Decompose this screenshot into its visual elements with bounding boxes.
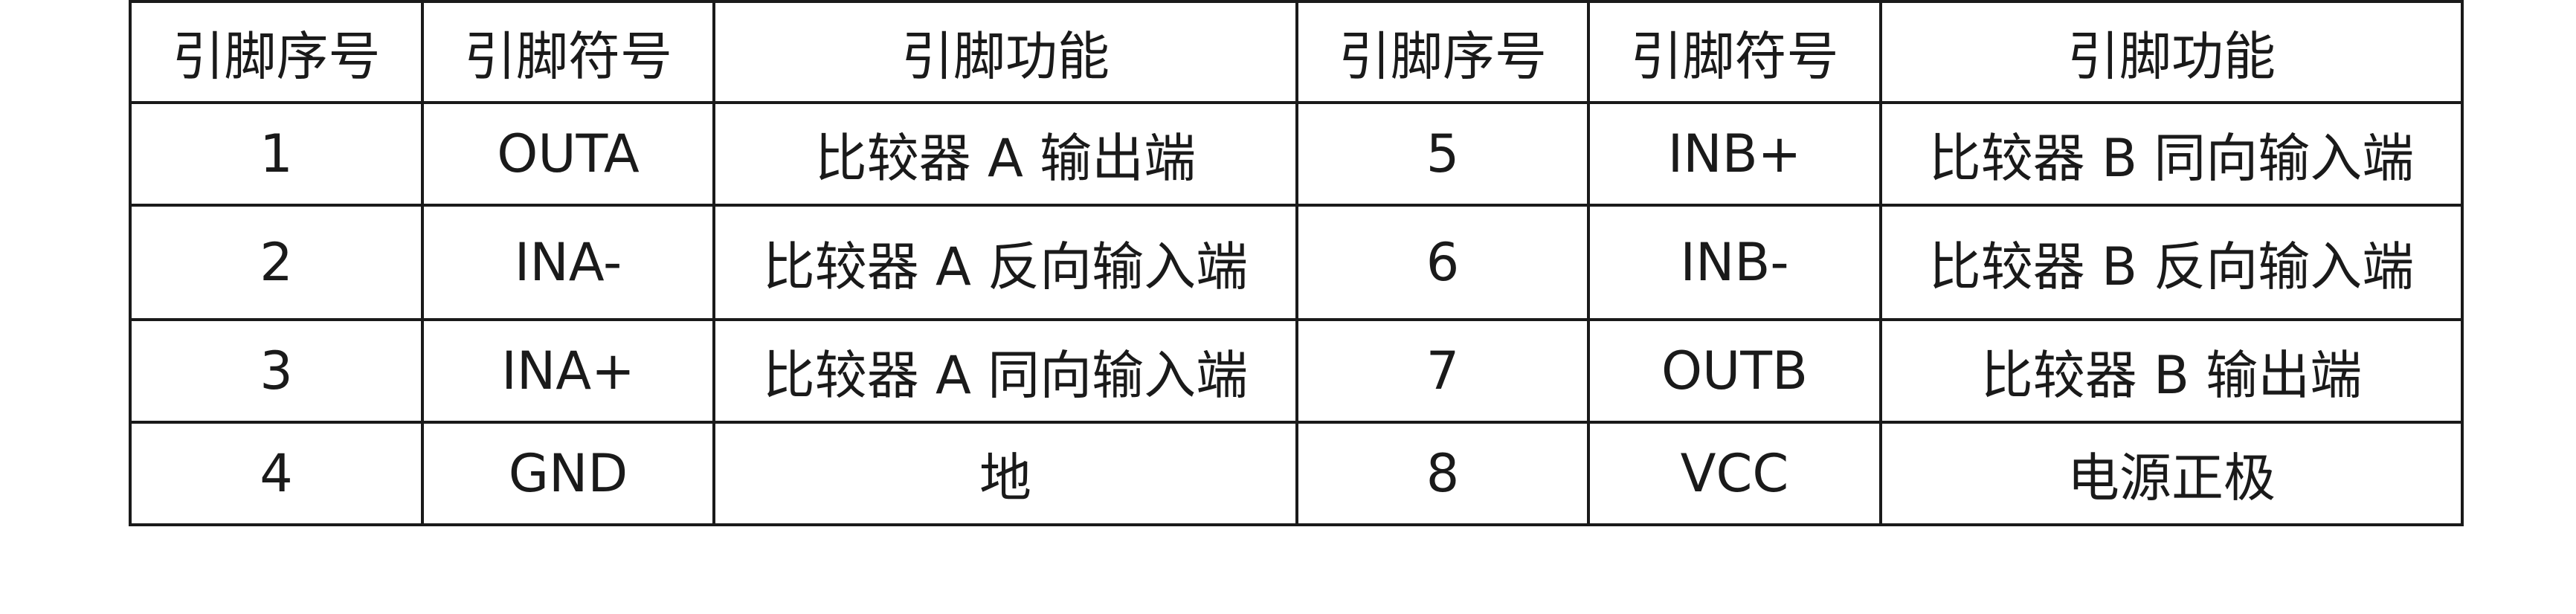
header-pin-symbol: 引脚符号 <box>421 0 715 104</box>
pin-function-cell: 地 <box>712 421 1298 526</box>
pin-function-cell: 电源正极 <box>1879 421 2464 526</box>
table-row: 1 OUTA 比较器 A 输出端 5 INB+ 比较器 B 同向输入端 <box>129 101 2464 207</box>
header-pin-number: 引脚序号 <box>1295 0 1590 104</box>
table-row: 3 INA+ 比较器 A 同向输入端 7 OUTB 比较器 B 输出端 <box>129 318 2464 424</box>
pin-symbol-cell: OUTA <box>421 101 715 207</box>
pin-function-cell: 比较器 B 同向输入端 <box>1879 101 2464 207</box>
pin-number-cell: 1 <box>129 101 424 207</box>
pin-function-cell: 比较器 A 反向输入端 <box>712 204 1298 321</box>
pin-function-cell: 比较器 A 同向输入端 <box>712 318 1298 424</box>
pin-definition-table: 引脚序号 引脚符号 引脚功能 引脚序号 引脚符号 引脚功能 1 OUTA 比较器… <box>129 0 2464 526</box>
pin-number-cell: 7 <box>1295 318 1590 424</box>
header-pin-number: 引脚序号 <box>129 0 424 104</box>
header-pin-function: 引脚功能 <box>712 0 1298 104</box>
table-row: 2 INA- 比较器 A 反向输入端 6 INB- 比较器 B 反向输入端 <box>129 204 2464 321</box>
pin-number-cell: 3 <box>129 318 424 424</box>
pin-symbol-cell: VCC <box>1587 421 1882 526</box>
header-pin-symbol: 引脚符号 <box>1587 0 1882 104</box>
pin-symbol-cell: INB+ <box>1587 101 1882 207</box>
pin-function-cell: 比较器 B 输出端 <box>1879 318 2464 424</box>
pin-number-cell: 6 <box>1295 204 1590 321</box>
pin-symbol-cell: INA+ <box>421 318 715 424</box>
pin-function-cell: 比较器 A 输出端 <box>712 101 1298 207</box>
pin-symbol-cell: OUTB <box>1587 318 1882 424</box>
table-header-row: 引脚序号 引脚符号 引脚功能 引脚序号 引脚符号 引脚功能 <box>129 0 2464 104</box>
pin-number-cell: 4 <box>129 421 424 526</box>
pin-number-cell: 5 <box>1295 101 1590 207</box>
header-pin-function: 引脚功能 <box>1879 0 2464 104</box>
pin-symbol-cell: GND <box>421 421 715 526</box>
pin-symbol-cell: INB- <box>1587 204 1882 321</box>
pin-number-cell: 2 <box>129 204 424 321</box>
table-row: 4 GND 地 8 VCC 电源正极 <box>129 421 2464 526</box>
pin-number-cell: 8 <box>1295 421 1590 526</box>
pin-function-cell: 比较器 B 反向输入端 <box>1879 204 2464 321</box>
pin-symbol-cell: INA- <box>421 204 715 321</box>
